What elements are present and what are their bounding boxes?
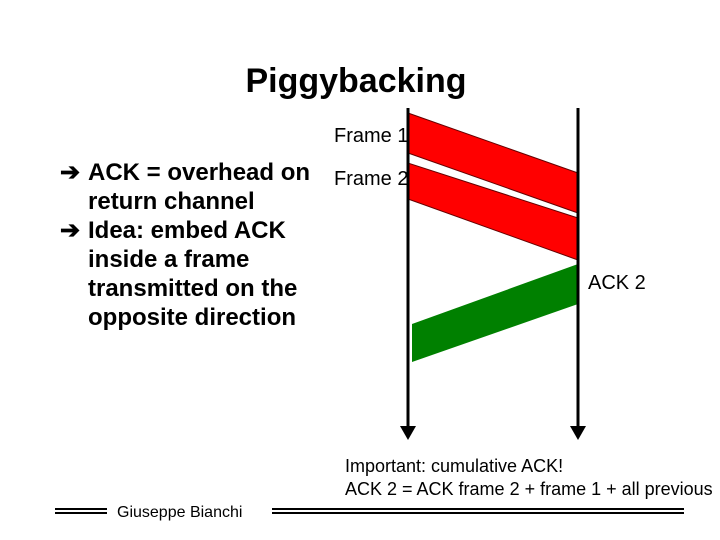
- note: Important: cumulative ACK! ACK 2 = ACK f…: [345, 455, 720, 501]
- receiver-timeline-arrowhead: [570, 426, 586, 440]
- slide-title: Piggybacking: [245, 62, 467, 100]
- footer-author: Giuseppe Bianchi: [117, 504, 243, 521]
- footer-divider-right: [272, 508, 684, 514]
- bullet-text: ACK = overhead on return channel: [88, 159, 311, 215]
- arrow-bullet-icon: ➔: [60, 159, 81, 186]
- bullet-text: Idea: embed ACK inside a frame transmitt…: [88, 217, 298, 331]
- footer-divider-left: [55, 508, 107, 514]
- note-line-1: Important: cumulative ACK!: [345, 456, 564, 476]
- sender-timeline-arrowhead: [400, 426, 416, 440]
- note-line-2: ACK 2 = ACK frame 2 + frame 1 + all prev…: [345, 479, 713, 499]
- frame-2-label: Frame 2: [334, 168, 409, 190]
- ack-2-label: ACK 2: [588, 272, 646, 294]
- bullet-item: ➔ ACK = overhead on return channel: [60, 158, 330, 216]
- frame-1-label: Frame 1: [334, 125, 409, 147]
- ack-2-band: [412, 264, 578, 362]
- arrow-bullet-icon: ➔: [60, 217, 81, 244]
- bullet-item: ➔ Idea: embed ACK inside a frame transmi…: [60, 216, 330, 332]
- bullet-list: ➔ ACK = overhead on return channel ➔ Ide…: [60, 158, 330, 332]
